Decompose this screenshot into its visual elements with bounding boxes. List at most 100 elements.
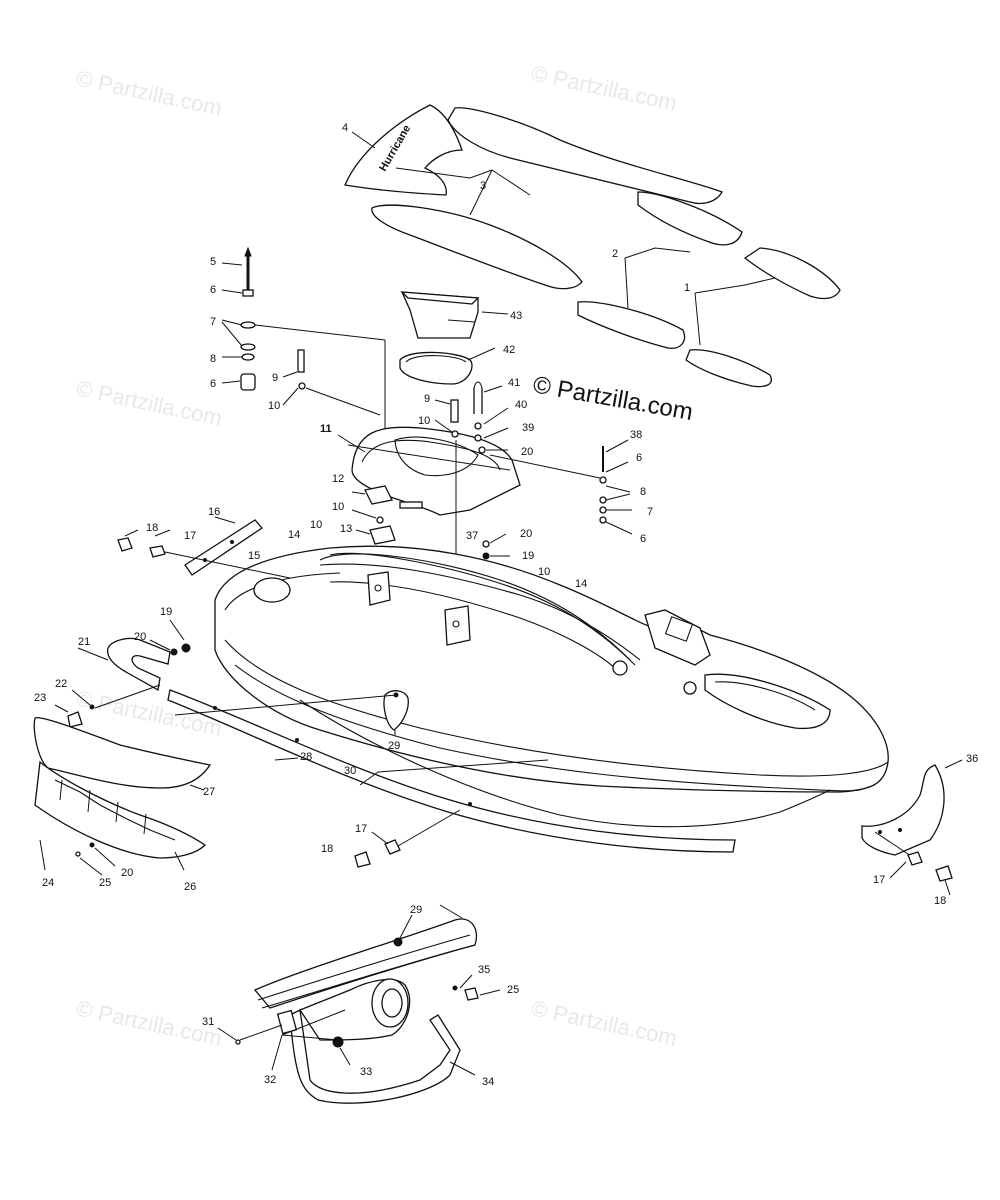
callout: 6: [210, 378, 216, 390]
decal-2-lower: [577, 301, 686, 349]
callout: 22: [55, 678, 67, 690]
left-mount-hardware: [117, 516, 291, 579]
callout: 11: [320, 423, 332, 435]
watermark-text: © Partzilla.com: [74, 375, 224, 430]
hull-plate-14a: [367, 571, 391, 606]
sponson: [33, 716, 212, 876]
callout: 2: [612, 248, 618, 260]
callout: 24: [42, 877, 54, 889]
seat-gasket: [399, 347, 496, 385]
callout: 25: [507, 984, 519, 996]
rub-strip: [167, 689, 736, 853]
callout: 33: [360, 1066, 372, 1078]
callout: 32: [264, 1074, 276, 1086]
callout: 8: [640, 486, 646, 498]
callout: 7: [210, 316, 216, 328]
reboarding-step: [217, 904, 501, 1104]
callout: 20: [520, 528, 532, 540]
callout: 36: [966, 753, 978, 765]
watermark-text: © Partzilla.com: [529, 995, 679, 1050]
callout: 16: [208, 506, 220, 518]
callout: 39: [522, 422, 534, 434]
callout: 26: [184, 881, 196, 893]
callout: 13: [340, 523, 352, 535]
callout: 43: [510, 310, 522, 322]
callout: 17: [184, 530, 196, 542]
callout: 25: [99, 877, 111, 889]
callout: 9: [424, 393, 430, 405]
decal-set: Hurricane: [344, 104, 841, 388]
hull-plate-14b: [444, 605, 471, 646]
callout: 18: [934, 895, 946, 907]
brand-watermark-center: © Partzilla.com: [531, 371, 695, 426]
callout: 4: [342, 122, 348, 134]
callout: 5: [210, 256, 216, 268]
bolt-9-left: [282, 349, 381, 416]
decal-2-upper: [637, 191, 743, 246]
callout: 9: [272, 372, 278, 384]
callout: 10: [268, 400, 280, 412]
rub-strip-fasteners: [354, 809, 461, 868]
callout: 17: [873, 874, 885, 886]
callout: 29: [410, 904, 422, 916]
callout: 29: [388, 740, 400, 752]
callout: 40: [515, 399, 527, 411]
decal-3-lower: [371, 204, 583, 290]
callout: 20: [521, 446, 533, 458]
callout: 10: [310, 519, 322, 531]
stud-stack-right: [599, 439, 633, 535]
callout: 27: [203, 786, 215, 798]
bumper-29: [383, 690, 409, 731]
stud-stack-left: [221, 246, 386, 438]
center-hardware: [351, 485, 510, 560]
callout: 10: [332, 501, 344, 513]
callout: 6: [640, 533, 646, 545]
callout: 19: [160, 606, 172, 618]
callout: 28: [300, 751, 312, 763]
callout-labels: 1 2 3 4 5 6 7 8 6 9 10 43 42 41 9 10 40 …: [34, 122, 978, 1088]
callout: 8: [210, 353, 216, 365]
callout: 20: [121, 867, 133, 879]
callout: 34: [482, 1076, 494, 1088]
callout: 42: [503, 344, 515, 356]
callout: 30: [344, 765, 356, 777]
callout: 19: [522, 550, 534, 562]
callout: 18: [146, 522, 158, 534]
callout: 31: [202, 1016, 214, 1028]
decal-3-upper: [447, 107, 723, 205]
callout: 23: [34, 692, 46, 704]
watermark-text: © Partzilla.com: [529, 60, 679, 115]
callout: 10: [418, 415, 430, 427]
hull-cap-15: [253, 577, 291, 603]
storage-bin: [400, 291, 509, 339]
callout: 18: [321, 843, 333, 855]
hull-outline: [214, 545, 889, 793]
callout: 14: [575, 578, 587, 590]
callout: 17: [355, 823, 367, 835]
callout: 12: [332, 473, 344, 485]
left-bracket: [54, 619, 191, 728]
hull: [214, 545, 889, 828]
callout: 14: [288, 529, 300, 541]
front-bumper: [861, 759, 963, 896]
decal-1-upper: [743, 247, 841, 300]
callout: 41: [508, 377, 520, 389]
callout: 6: [210, 284, 216, 296]
decal-4: [344, 104, 463, 196]
callout: 1: [684, 282, 690, 294]
decal-1-lower: [685, 349, 772, 388]
callout: 7: [647, 506, 653, 518]
callout: 10: [538, 566, 550, 578]
callout: 38: [630, 429, 642, 441]
seat-base: [337, 426, 521, 516]
callout: 21: [78, 636, 90, 648]
watermark-text: © Partzilla.com: [74, 65, 224, 120]
callout: 3: [480, 180, 486, 192]
callout: 6: [636, 452, 642, 464]
front-storage: [704, 673, 831, 730]
callout: 15: [248, 550, 260, 562]
callout: 35: [478, 964, 490, 976]
callout: 20: [134, 631, 146, 643]
callout: 37: [466, 530, 478, 542]
